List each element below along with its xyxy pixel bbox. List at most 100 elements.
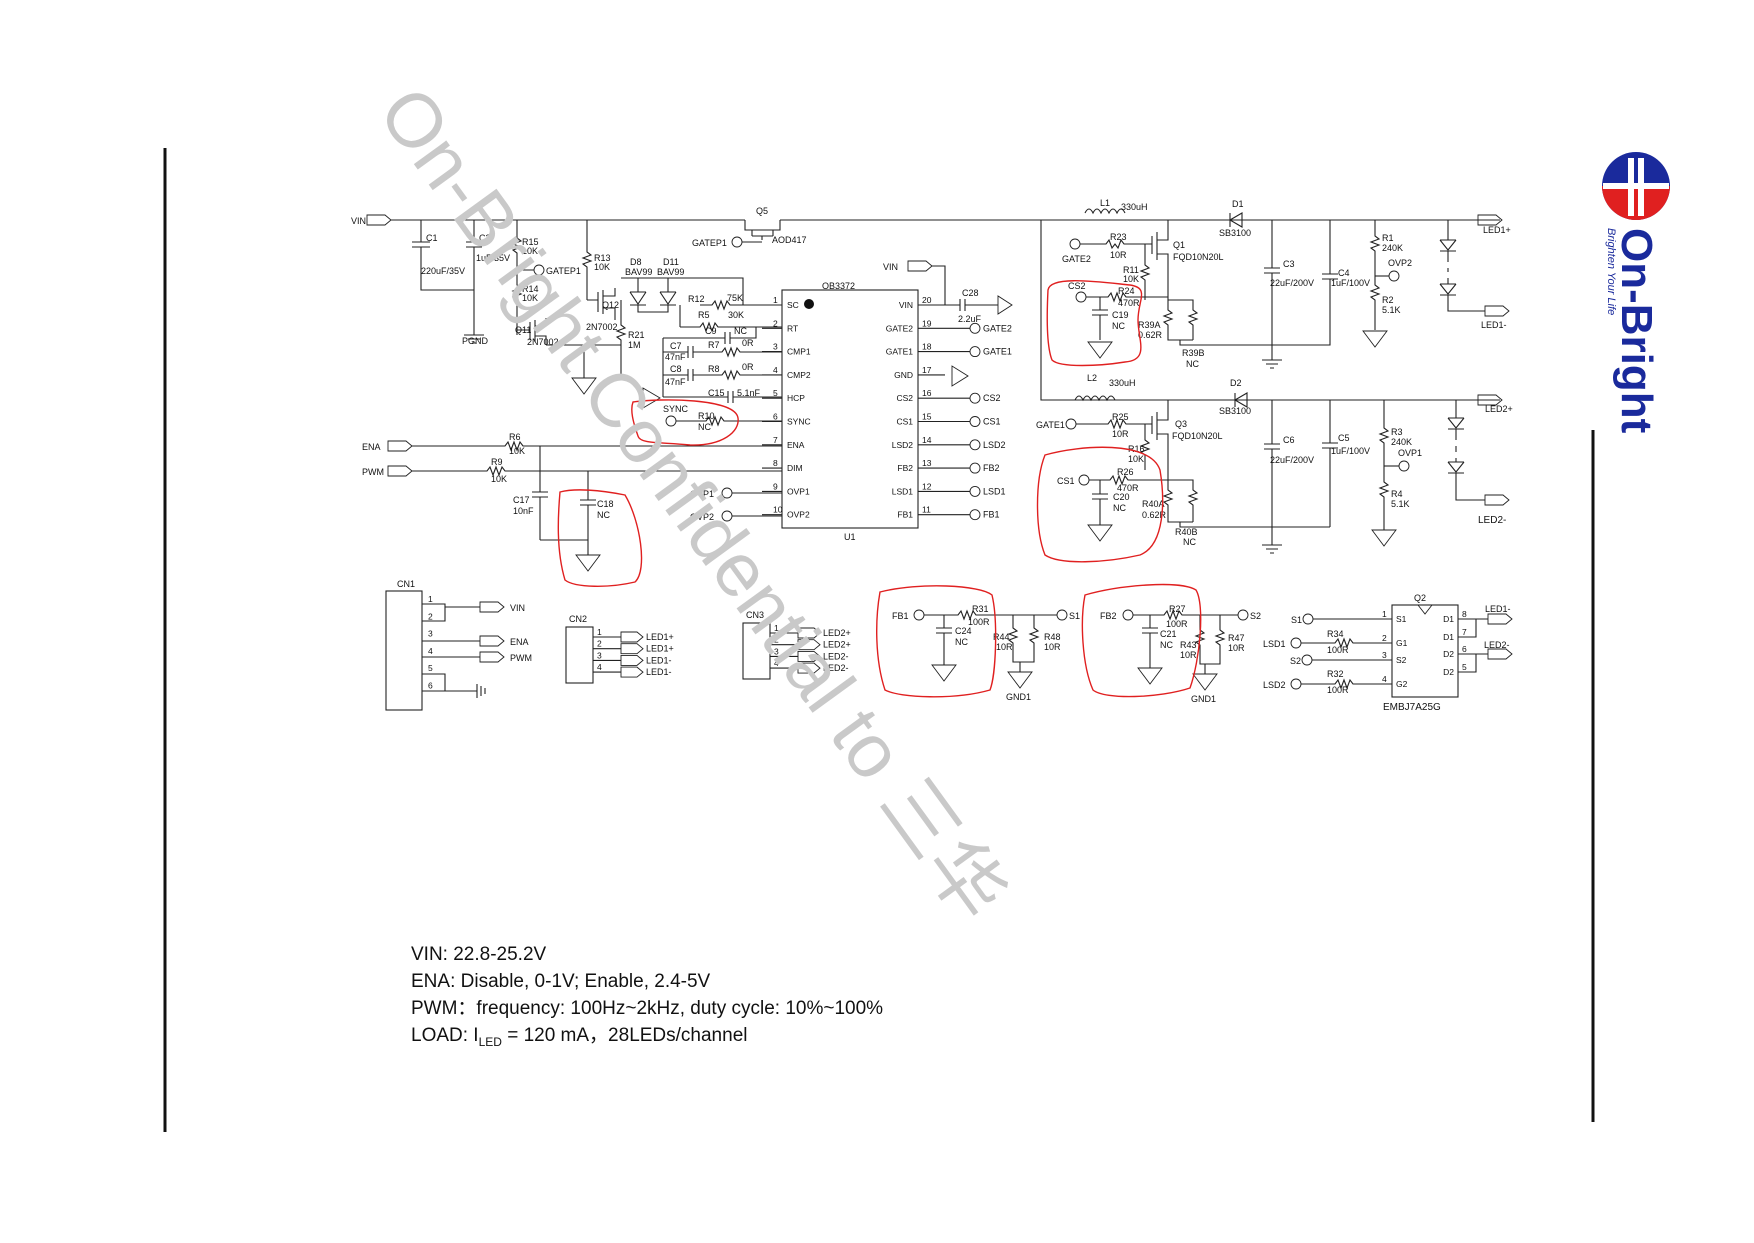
gatep1-net-label: GATEP1 (546, 266, 581, 276)
r39b-ref: R39B (1182, 348, 1205, 358)
c21-ref: C21 (1160, 629, 1177, 639)
ic-net-label: CS2 (983, 393, 1001, 403)
r44-ref: R44 (993, 632, 1010, 642)
l1-ref: L1 (1100, 198, 1110, 208)
cs2-net-icon (1075, 291, 1087, 303)
r15-value: 10K (522, 246, 538, 256)
q2-pin-number: 3 (1382, 650, 1387, 660)
gate2-net-label: GATE2 (1062, 254, 1091, 264)
connector-net-label: LED1+ (646, 644, 674, 654)
r34-ref: R34 (1327, 629, 1344, 639)
cn1-net-vin: VIN (510, 603, 525, 613)
r43-value: 10R (1180, 650, 1197, 660)
cn1-pwm-port-icon (479, 651, 505, 663)
connector-pin-number: 1 (597, 627, 602, 637)
q2-pin-name: D1 (1443, 632, 1454, 642)
led2m-port-label: LED2- (1478, 515, 1506, 526)
c2-value: 1uF/35V (476, 253, 510, 263)
connector-pin-number: 4 (428, 646, 433, 656)
q2-pin-number: 2 (1382, 633, 1387, 643)
s2-q2-icon (1301, 654, 1313, 666)
cs1-ground-icon (1087, 524, 1113, 542)
ic-pin-number: 15 (922, 412, 932, 422)
ic-pin-number: 3 (773, 342, 778, 352)
gatep1-q5-label: GATEP1 (692, 238, 727, 248)
s1-q2-icon (1302, 613, 1314, 625)
ic-part-name: OB3372 (822, 281, 855, 291)
s1-q2-label: S1 (1291, 615, 1302, 625)
q2-led2m-label: LED2- (1484, 640, 1510, 650)
r6-value: 10K (509, 446, 525, 456)
r8-value: 0R (742, 362, 754, 372)
c24-value: NC (955, 637, 968, 647)
control-network: D8 BAV99 D11 BAV99 R12 75K R5 30K C9 NC … (621, 257, 782, 432)
gnd-arrow-icon (951, 365, 969, 387)
ic-pin-number: 12 (922, 481, 932, 491)
r3-ref: R3 (1391, 427, 1403, 437)
gnd1-2-label: GND1 (1191, 694, 1216, 704)
r9-ref: R9 (491, 457, 503, 467)
ic-body (781, 289, 919, 529)
ic-pin-number: 18 (922, 342, 932, 352)
feedback-fb1: FB1 R31 100R C24 NC R44 10R R48 10R GND1… (892, 604, 1080, 702)
gate1-net-icon (1065, 418, 1077, 430)
lsd2-q2-icon (1290, 678, 1302, 690)
c19-ref: C19 (1112, 310, 1129, 320)
r4-value: 5.1K (1391, 499, 1410, 509)
ic-pin-number: 11 (922, 505, 931, 515)
q3-type: FQD10N20L (1172, 431, 1223, 441)
ic-pin-number: 10 (773, 505, 783, 515)
r31-ref: R31 (972, 604, 989, 614)
led1p-port-label: LED1+ (1483, 225, 1511, 235)
d2-type: SB3100 (1219, 406, 1251, 416)
connector-pin-number: 1 (774, 623, 779, 633)
q2-type: EMBJ7A25G (1383, 702, 1441, 713)
connector-net-label: LED2- (823, 651, 849, 661)
r39a-value: 0.62R (1138, 330, 1163, 340)
r21-value: 1M (628, 340, 641, 350)
pwm-port-icon (387, 465, 413, 477)
c24-ref: C24 (955, 626, 972, 636)
connector-net-label: LED1- (646, 655, 672, 665)
r24-ref: R24 (1118, 286, 1135, 296)
ic-net-icon (969, 392, 981, 404)
ic-pin-number: 1 (773, 295, 778, 305)
ic-pin-name: DIM (787, 463, 803, 473)
r14-ref: R14 (522, 284, 539, 294)
s1-fb-net-label: S1 (1069, 611, 1080, 621)
connector-port-icon (620, 631, 644, 643)
ic-pin-number: 8 (773, 458, 778, 468)
q12-ref: Q12 (602, 300, 619, 310)
q2-led2m-port-icon (1487, 648, 1513, 660)
q2-pin-number: 5 (1462, 662, 1467, 672)
red-circle-fb2 (1081, 583, 1202, 698)
led2p-port-icon (1477, 394, 1503, 406)
red-circle-cs2 (1046, 280, 1143, 367)
connector-net-label: LED2+ (823, 628, 851, 638)
ic-pin-name: GATE2 (886, 323, 914, 333)
c28-ground-icon (997, 295, 1013, 315)
c17-value: 10nF (513, 506, 534, 516)
r25-value: 10R (1112, 429, 1129, 439)
connector-port-icon (797, 627, 821, 639)
r39b-value: NC (1186, 359, 1199, 369)
r7-value: 0R (742, 338, 754, 348)
cn1-vin-port-icon (479, 601, 505, 613)
ena-port-icon (387, 440, 413, 452)
ovp2-net-label: OVP2 (690, 512, 714, 522)
ic-net-icon (969, 439, 981, 451)
r47-value: 10R (1228, 643, 1245, 653)
note-load: LOAD: ILED = 120 mA，28LEDs/channel (411, 1022, 883, 1056)
c28-value: 2.2uF (958, 314, 982, 324)
logo-tagline: Brighten Your Life (1605, 228, 1617, 315)
hcp-arrow-icon (642, 387, 661, 409)
r6-ref: R6 (509, 432, 521, 442)
gatep1-q5-net-icon (731, 236, 743, 248)
pwm-port-label: PWM (362, 467, 384, 477)
q2-pin-name: D2 (1443, 649, 1454, 659)
r40a-value: 0.62R (1142, 510, 1167, 520)
ic-pin-name: GND (894, 370, 913, 380)
led2m-port-icon (1484, 494, 1510, 506)
